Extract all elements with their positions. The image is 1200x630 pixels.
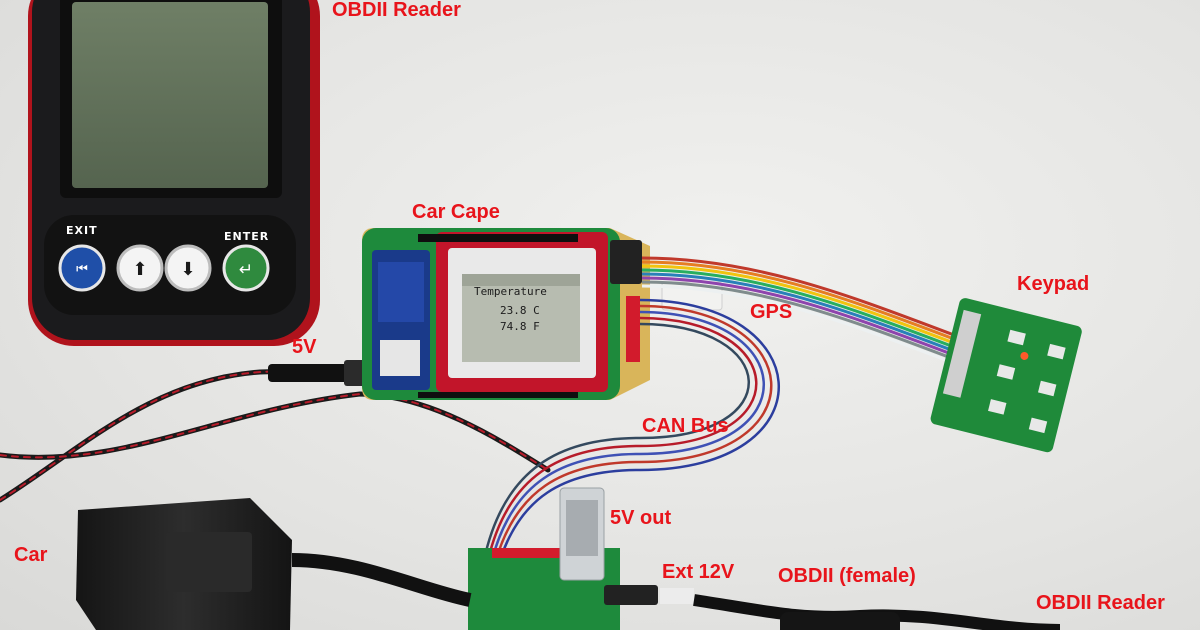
label-gps: GPS bbox=[750, 301, 793, 323]
ribbon-cable bbox=[641, 256, 963, 368]
interface-board bbox=[468, 487, 694, 630]
obd-female-cable bbox=[693, 594, 1061, 630]
can-bus-wires bbox=[482, 298, 780, 561]
lcd-title: Temperature bbox=[474, 285, 547, 298]
keypad-board bbox=[930, 298, 1082, 453]
car-cape-board bbox=[362, 228, 650, 400]
label-obdii-reader-bottom: OBDII Reader bbox=[1036, 592, 1165, 614]
pin-header bbox=[626, 296, 640, 362]
enter-button-label: ENTER bbox=[224, 230, 270, 243]
obd-male-connector bbox=[76, 498, 472, 630]
lcd-fahrenheit: 74.8 F bbox=[500, 320, 540, 333]
exit-button-label: EXIT bbox=[66, 224, 98, 237]
label-car: Car bbox=[14, 544, 48, 566]
lcd-celsius: 23.8 C bbox=[500, 304, 540, 317]
label-5v: 5V bbox=[292, 336, 317, 358]
label-car-cape: Car Cape bbox=[412, 201, 500, 223]
obd-reader-device: ⏮ ⬆ ⬇ ↵ bbox=[28, 0, 320, 346]
svg-text:⏮: ⏮ bbox=[76, 262, 88, 277]
svg-text:⬇: ⬇ bbox=[180, 259, 195, 280]
label-obdii-reader-top: OBDII Reader bbox=[332, 0, 461, 21]
label-obdii-female: OBDII (female) bbox=[778, 565, 916, 587]
label-ext-12v: Ext 12V bbox=[662, 561, 735, 583]
power-cable bbox=[0, 360, 551, 503]
label-keypad: Keypad bbox=[1017, 273, 1090, 295]
label-can-bus: CAN Bus bbox=[642, 415, 729, 437]
svg-text:↵: ↵ bbox=[239, 260, 253, 280]
label-5v-out: 5V out bbox=[610, 507, 672, 529]
svg-text:⬆: ⬆ bbox=[132, 259, 147, 280]
